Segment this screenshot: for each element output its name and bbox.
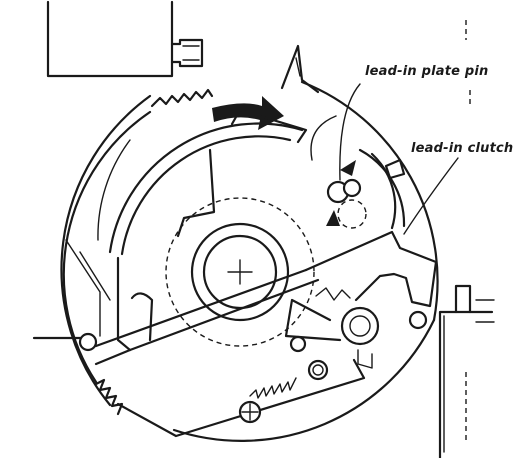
tension-spring	[249, 377, 297, 399]
screw-icon	[238, 400, 262, 424]
upper-housing-block	[46, 0, 204, 78]
lead-in-mechanism	[284, 115, 438, 381]
left-lever-arm	[32, 148, 308, 352]
gear-plate	[60, 44, 439, 442]
label-lead-in-clutch: lead-in clutch	[411, 141, 514, 156]
label-lead-in-plate-pin: lead-in plate pin	[365, 64, 489, 79]
inner-ring	[108, 108, 315, 347]
callout-leaders	[339, 83, 459, 235]
edge-marks	[465, 20, 471, 444]
lower-housing-block	[438, 284, 495, 458]
center-mark-icon	[227, 259, 253, 285]
lower-plate	[94, 278, 366, 438]
